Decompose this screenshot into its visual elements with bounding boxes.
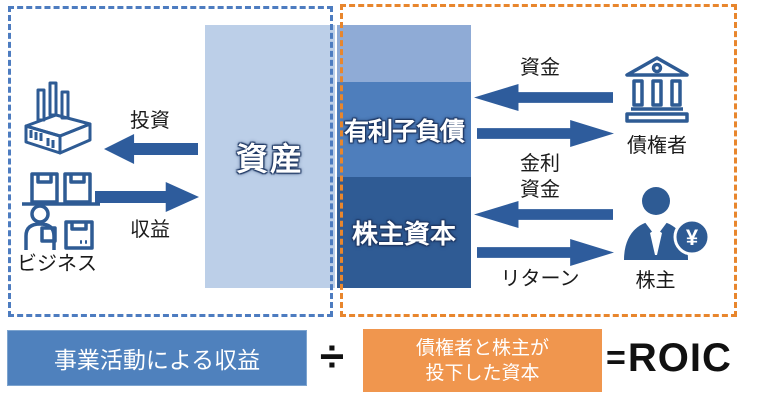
asset-box: 資産 [205, 25, 335, 288]
asset-label: 資産 [235, 140, 304, 177]
denominator-line2: 投下した資本 [425, 362, 540, 384]
stack-top-segment [337, 25, 471, 82]
factory-icon [18, 78, 98, 158]
equity-label: 株主資本 [351, 219, 456, 249]
interest-arrow [477, 120, 614, 147]
roic-result: = ROIC [606, 336, 732, 381]
creditor-label: 債権者 [627, 135, 687, 157]
yen-coin-icon: ¥ [673, 218, 711, 256]
denominator-line1: 債権者と株主が [415, 337, 549, 359]
debt-box: 有利子負債 [337, 82, 471, 177]
business-label: ビジネス [17, 253, 97, 275]
investor-icon: ¥ [618, 185, 714, 260]
svg-text:¥: ¥ [686, 225, 699, 250]
divide-operator: ÷ [319, 332, 345, 381]
creditor-fund-label: 資金 [520, 57, 560, 79]
return-label: リターン [500, 268, 580, 290]
warehouse-worker-icon [18, 166, 104, 250]
shareholder-fund-label: 資金 [520, 179, 560, 201]
revenue-label: 収益 [130, 219, 170, 241]
numerator-box: 事業活動による収益 [7, 330, 307, 386]
creditor-fund-arrow [474, 84, 613, 111]
denominator-box: 債権者と株主が 投下した資本 [363, 329, 602, 392]
revenue-arrow [95, 182, 199, 212]
numerator-label: 事業活動による収益 [53, 347, 261, 373]
debt-label: 有利子負債 [343, 117, 465, 146]
shareholder-label: 株主 [635, 270, 676, 292]
roic-label: ROIC [627, 336, 732, 380]
equals-sign: = [606, 339, 626, 377]
invest-arrow [104, 134, 198, 164]
invest-label: 投資 [130, 110, 170, 132]
shareholder-fund-arrow [474, 201, 613, 228]
bank-icon [621, 54, 693, 126]
interest-label: 金利 [520, 153, 560, 175]
equity-box: 株主資本 [337, 177, 471, 288]
